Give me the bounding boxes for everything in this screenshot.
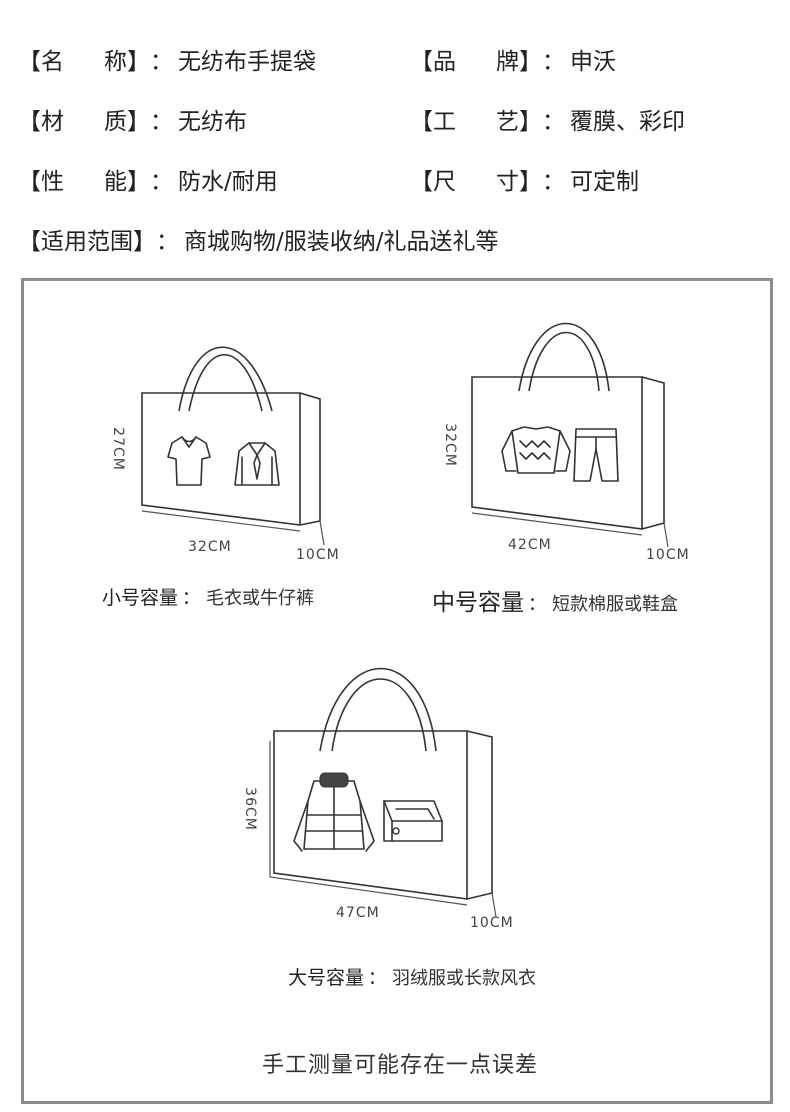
large-bag-side (466, 730, 493, 900)
spec-name: 【名称】：无纺布手提袋 (18, 49, 316, 75)
medium-bag-caption: 中号容量：短款棉服或鞋盒 (432, 590, 678, 616)
medium-bag-side (641, 376, 665, 530)
bag-drawings (141, 322, 669, 918)
shirt-tie-icon (234, 442, 280, 486)
spec-value: 无纺布 (178, 109, 247, 135)
small-bag-caption: 小号容量：毛衣或牛仔裤 (102, 587, 315, 609)
down-jacket-icon (293, 772, 375, 852)
large-bag-caption: 大号容量：羽绒服或长款风衣 (288, 967, 537, 989)
small-bag (141, 346, 325, 546)
spec-usage: 【适用范围】：商城购物/服装收纳/礼品送礼等 (18, 229, 499, 255)
shoe-box-icon (383, 800, 443, 842)
large-bag-height: 36CM (241, 787, 258, 831)
large-bag-depth: 10CM (470, 915, 514, 931)
medium-bag (471, 322, 669, 548)
large-bag-width: 47CM (336, 905, 380, 921)
spec-value: 覆膜、彩印 (570, 109, 685, 135)
small-bag-depth: 10CM (296, 547, 340, 563)
small-bag-side (299, 392, 321, 526)
small-bag-height: 27CM (109, 427, 126, 471)
large-bag (269, 667, 497, 918)
spec-value: 商城购物/服装收纳/礼品送礼等 (184, 229, 499, 255)
spec-value: 无纺布手提袋 (178, 49, 316, 75)
spec-performance: 【性能】：防水/耐用 (18, 169, 278, 195)
large-bag-handle (319, 667, 437, 752)
spec-brand: 【品牌】：申沃 (410, 49, 616, 75)
measurement-note: 手工测量可能存在一点误差 (261, 1053, 538, 1078)
size-panel: 27CM 32CM 10CM 小号容量：毛衣或牛仔裤 32CM 42CM 10C… (21, 278, 773, 1104)
spec-material: 【材质】：无纺布 (18, 109, 247, 135)
medium-bag-height: 32CM (441, 423, 458, 467)
spec-value: 防水/耐用 (178, 169, 278, 195)
medium-bag-depth: 10CM (646, 547, 690, 563)
spec-value: 申沃 (570, 49, 616, 75)
spec-value: 可定制 (570, 169, 639, 195)
spec-craft: 【工艺】：覆膜、彩印 (410, 109, 685, 135)
small-bag-handle (178, 346, 273, 412)
spec-size: 【尺寸】：可定制 (410, 169, 639, 195)
small-bag-width: 32CM (188, 539, 232, 555)
medium-bag-handle (518, 322, 610, 392)
pants-icon (573, 428, 619, 482)
sweater-icon (501, 426, 571, 474)
tshirt-icon (167, 436, 211, 486)
medium-bag-width: 42CM (508, 537, 552, 553)
